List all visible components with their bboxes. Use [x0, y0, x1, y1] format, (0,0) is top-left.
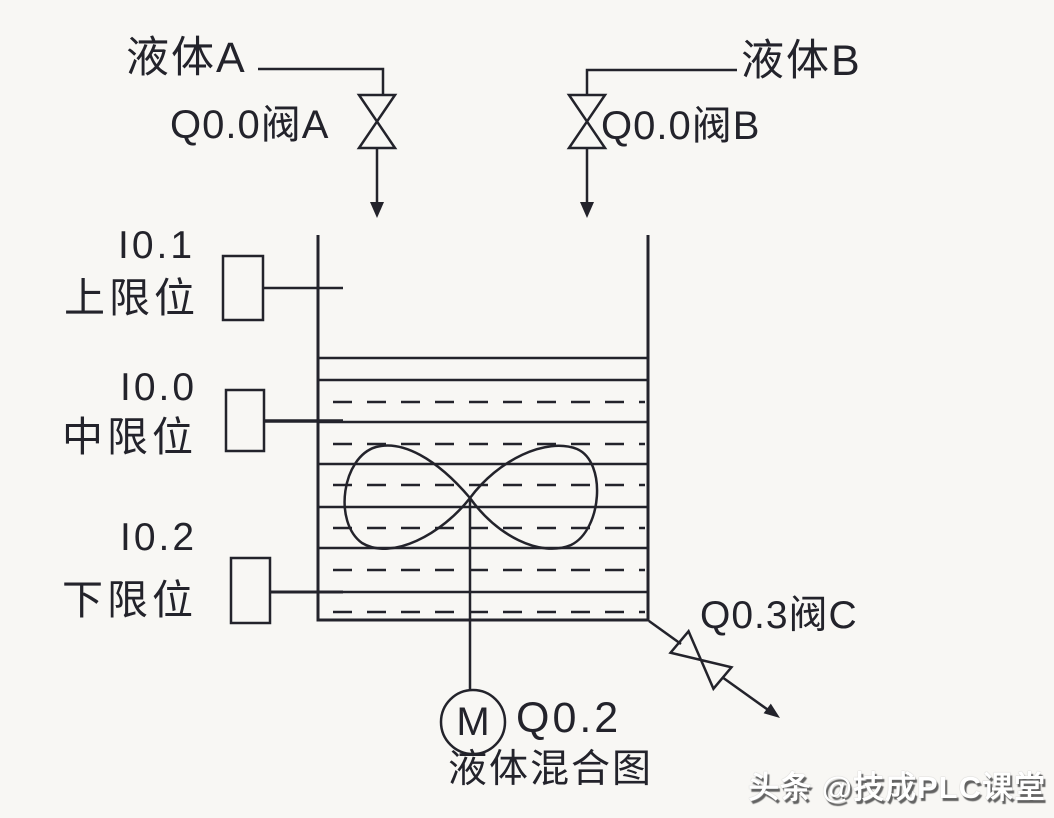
tank-outline: [316, 235, 650, 622]
motor-symbol: M: [456, 700, 490, 744]
sensor-middle-name-label: 中限位: [62, 414, 197, 460]
mixer-impeller-icon: [343, 444, 599, 550]
liquid-solid-lines: [318, 356, 648, 594]
motor-icon: [439, 688, 507, 756]
sensor-lower-address-label: I0.2: [120, 516, 198, 559]
drain-arrow-head: [763, 703, 780, 718]
inlet-arrow-b-head: [580, 202, 594, 218]
sensor-middle-address-label: I0.0: [120, 366, 198, 409]
sensor-box-middle: [224, 388, 266, 453]
motor-address-label: Q0.2: [516, 694, 622, 742]
inlet-arrow-a-head: [370, 202, 384, 218]
sensor-box-upper: [221, 254, 265, 322]
drain-arrow-shaft: [721, 675, 772, 714]
liquid-a-label: 液体A: [126, 34, 247, 82]
inlet-pipe-a: [258, 67, 385, 96]
valve-c-icon: [668, 628, 734, 692]
diagram-caption: 液体混合图: [448, 748, 654, 791]
watermark-text: 头条 @技成PLC课堂: [748, 770, 1046, 805]
inlet-pipe-b: [585, 68, 737, 96]
valve-a-address-label: Q0.0阀A: [170, 103, 330, 147]
sensor-lower-name-label: 下限位: [62, 577, 197, 623]
sensor-upper-name-label: 上限位: [64, 275, 199, 321]
valve-c-address-label: Q0.3阀C: [700, 594, 858, 637]
drain-pipe: [648, 619, 682, 646]
valve-b-address-label: Q0.0阀B: [601, 104, 761, 148]
liquid-b-label: 液体B: [741, 37, 862, 85]
valve-a-icon: [356, 93, 398, 150]
sensor-upper-address-label: I0.1: [118, 224, 196, 267]
valve-b-icon: [566, 93, 608, 150]
sensor-box-lower: [229, 556, 272, 625]
